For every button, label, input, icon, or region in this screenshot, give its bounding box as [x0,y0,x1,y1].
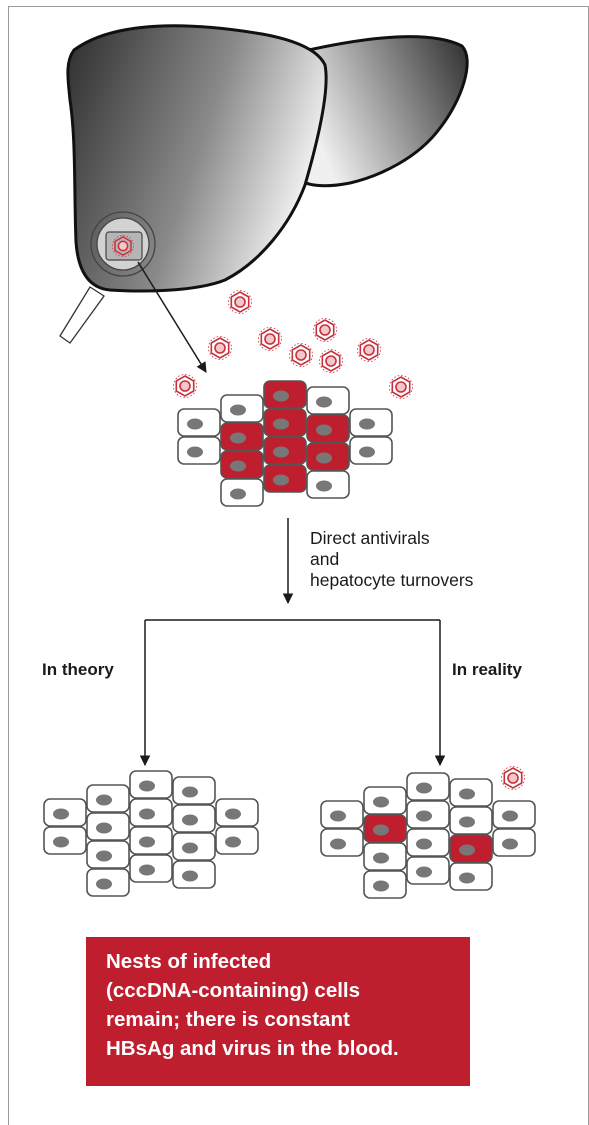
cell-nucleus [53,808,69,820]
cell-nucleus [459,788,475,800]
cell-nucleus [53,836,69,848]
cell-nucleus [273,390,289,402]
virus-icon [228,290,252,314]
cell-nucleus [230,460,246,472]
cell-nucleus [139,780,155,792]
cell-nucleus [416,866,432,878]
cell-nucleus [416,782,432,794]
cell-nucleus [182,814,198,826]
cell-nucleus [330,838,346,850]
cell-nucleus [316,424,332,436]
cell-nucleus [459,872,475,884]
cell-nucleus [359,446,375,458]
conclusion-line: remain; there is constant [106,1008,350,1031]
magnifier-icon [59,211,156,344]
treatment-label-line: Direct antivirals [310,528,430,548]
in-reality-label: In reality [452,660,522,679]
cell-nucleus [502,810,518,822]
virus-icon [313,318,337,342]
cell-nucleus [359,418,375,430]
cell-nucleus [182,842,198,854]
cell-nucleus [373,824,389,836]
theory-cell-cluster [43,770,259,897]
conclusion-line: Nests of infected [106,950,272,973]
cell-nucleus [316,480,332,492]
cell-nucleus [187,446,203,458]
virus-icon [258,327,282,351]
cell-nucleus [230,404,246,416]
treatment-label-line: and [310,549,340,569]
cell-nucleus [459,844,475,856]
treatment-label-line: hepatocyte turnovers [310,570,474,590]
cell-nucleus [273,474,289,486]
treatment-label: Direct antivirals and hepatocyte turnove… [310,528,473,591]
cell-nucleus [225,836,241,848]
cell-nucleus [416,838,432,850]
zoom-arrow [137,261,207,373]
cell-nucleus [139,864,155,876]
conclusion-box: Nests of infected (cccDNA-containing) ce… [86,937,470,1086]
cell-nucleus [416,810,432,822]
infected-liver-cluster [177,380,393,507]
cell-nucleus [459,816,475,828]
cell-nucleus [182,786,198,798]
cell-nucleus [96,878,112,890]
conclusion-line: (cccDNA-containing) cells [106,979,361,1002]
virus-icon [208,336,232,360]
cell-nucleus [139,808,155,820]
cell-nucleus [139,836,155,848]
cell-nucleus [230,488,246,500]
cell-nucleus [373,852,389,864]
cell-nucleus [273,446,289,458]
cell-nucleus [182,870,198,882]
cell-nucleus [96,822,112,834]
cell-nucleus [316,452,332,464]
cell-nucleus [502,838,518,850]
virus-icon [501,766,525,790]
cell-nucleus [230,432,246,444]
cell-nucleus [373,880,389,892]
in-theory-label: In theory [42,660,114,679]
conclusion-line: HBsAg and virus in the blood. [106,1037,399,1060]
cell-nucleus [225,808,241,820]
virus-icon [357,338,381,362]
cell-nucleus [373,796,389,808]
virus-icon [173,374,197,398]
cell-nucleus [96,850,112,862]
virus-icon [289,343,313,367]
reality-cell-cluster [320,772,536,899]
cell-nucleus [330,810,346,822]
cell-nucleus [187,418,203,430]
virus-icon [319,349,343,373]
cell-nucleus [273,418,289,430]
virus-icon [389,375,413,399]
cell-nucleus [96,794,112,806]
cell-nucleus [316,396,332,408]
